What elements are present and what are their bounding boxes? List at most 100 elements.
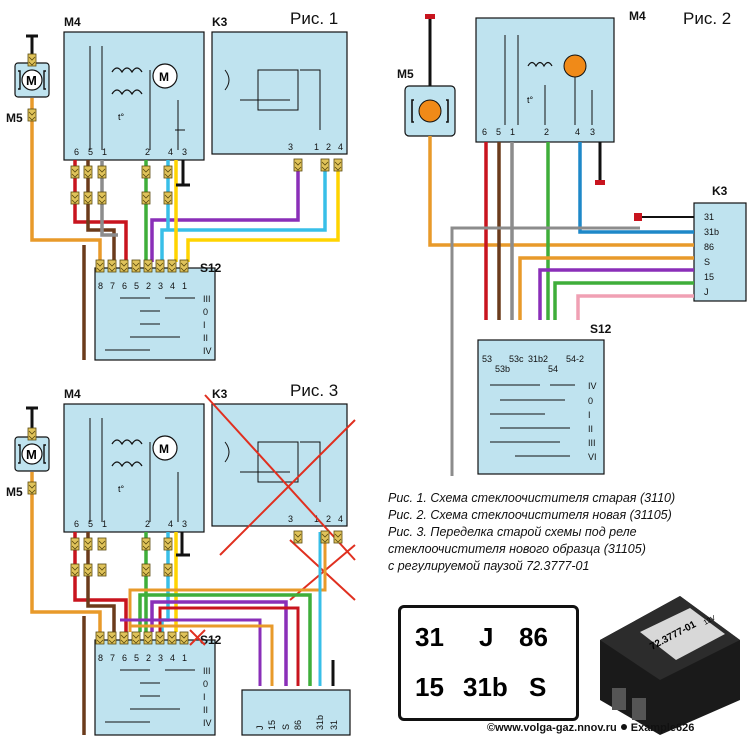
caption-line: Рис. 2. Схема стеклоочистителя новая (31… xyxy=(388,508,672,522)
fig3-s12-position: I xyxy=(203,692,206,702)
fig3-s12-position: III xyxy=(203,666,211,676)
fig1-s12-position: I xyxy=(203,320,206,330)
fig1-s12-position: II xyxy=(203,333,208,343)
fig1-k3-label: K3 xyxy=(212,15,228,29)
svg-text:t°: t° xyxy=(118,112,125,122)
fig1-s12-position: IV xyxy=(203,346,212,356)
fig2-s12-switch xyxy=(477,339,605,475)
fig1-s12-position: 0 xyxy=(203,307,208,317)
fig1-s12-label: S12 xyxy=(200,261,222,275)
fig3-k3-pin: 4 xyxy=(338,514,343,524)
caption-line: Рис. 1. Схема стеклоочистителя старая (3… xyxy=(388,491,676,505)
fig2-k3-pin: 31 xyxy=(704,212,714,222)
fig1-s12-pin: 8 xyxy=(98,281,103,291)
fig1-m4-motor-symbol xyxy=(152,63,178,89)
fig2-m4-pin: 6 xyxy=(482,127,487,137)
fig2-s12-pin: 54 xyxy=(548,364,558,374)
fig1-s12-pin: 4 xyxy=(170,281,175,291)
fig3-k3-pin: 3 xyxy=(288,514,293,524)
figure-1-label: Рис. 1 xyxy=(290,9,338,28)
fig1-k3-pin: 3 xyxy=(288,142,293,152)
svg-text:t°: t° xyxy=(118,484,125,494)
fig3-m4-pin: 6 xyxy=(74,519,79,529)
figure-2-new-circuit: Рис. 2 M4 M5 K3 t° 6 5 1 2 4 3 31 31b 86… xyxy=(397,9,747,476)
fig2-s12-pin: 53 xyxy=(482,354,492,364)
caption: Рис. 1. Схема стеклоочистителя старая (3… xyxy=(388,490,743,575)
fig3-new-relay-pin: J xyxy=(255,726,265,731)
fig1-m4-pin: 5 xyxy=(88,147,93,157)
stamp-j: J xyxy=(479,622,494,652)
fig1-m4-pin: 4 xyxy=(168,147,173,157)
svg-text:M: M xyxy=(159,70,169,84)
bullet-icon xyxy=(620,724,627,730)
fig2-m4-label: M4 xyxy=(629,9,646,23)
fig2-s12-position: VI xyxy=(588,452,597,462)
fig3-m4-pin: 2 xyxy=(145,519,150,529)
fig3-k3-block xyxy=(211,403,348,527)
fig1-m4-pin: 1 xyxy=(102,147,107,157)
fig3-k3-pin: 2 xyxy=(326,514,331,524)
fig2-s12-label: S12 xyxy=(590,322,612,336)
fig3-s12-position: II xyxy=(203,705,208,715)
fig2-s12-pin: 53c xyxy=(509,354,524,364)
fig3-s12-pin: 6 xyxy=(122,653,127,663)
fig1-m4-pin: 2 xyxy=(145,147,150,157)
fig2-k3-pin: 15 xyxy=(704,272,714,282)
figure-1-old-circuit: Рис. 1 M4 K3 M5 M t° 6 5 1 2 4 3 3 1 2 4 xyxy=(6,9,348,361)
fig2-k3-relay xyxy=(693,202,747,302)
fig3-s12-label: S12 xyxy=(200,633,222,647)
fig1-m4-label: M4 xyxy=(64,15,81,29)
fig1-s12-position: III xyxy=(203,294,211,304)
fig3-new-relay-pin: 31b xyxy=(315,715,325,730)
fig3-new-relay-pin: 31 xyxy=(329,720,339,730)
caption-line: стеклоочистителя нового образца (31105) xyxy=(388,542,646,556)
fig2-k3-pin: S xyxy=(704,257,710,267)
fig1-m5-label: M5 xyxy=(6,111,23,125)
fig3-s12-pin: 2 xyxy=(146,653,151,663)
stamp-31: 31 xyxy=(415,622,444,652)
fig1-k3-pin: 4 xyxy=(338,142,343,152)
fig1-s12-pin: 1 xyxy=(182,281,187,291)
fig2-s12-position: 0 xyxy=(588,396,593,406)
stamp-s: S xyxy=(529,672,547,702)
fig2-s12-position: II xyxy=(588,424,593,434)
fig3-s12-position: 0 xyxy=(203,679,208,689)
fig3-s12-pin: 3 xyxy=(158,653,163,663)
fig3-s12-pin: 5 xyxy=(134,653,139,663)
fig2-k3-pin: 86 xyxy=(704,242,714,252)
fig1-s12-pin: 6 xyxy=(122,281,127,291)
fig3-s12-position: IV xyxy=(203,718,212,728)
fig3-motor-m5 xyxy=(14,436,50,472)
relay-terminal-stamp: 31 J 86 15 31b S xyxy=(398,605,579,721)
copyright-example: Example626 xyxy=(630,722,695,734)
fig2-m4-pin: 2 xyxy=(544,127,549,137)
fig2-s12-pin: 54-2 xyxy=(566,354,584,364)
fig3-s12-pin: 1 xyxy=(182,653,187,663)
fig3-new-relay-pin: S xyxy=(281,724,291,730)
figure-3-modified-circuit: Рис. 3 M4 K3 M5 M t° 6 5 1 2 4 3 3 1 2 4 xyxy=(6,381,356,736)
fig3-removed-relay-cross xyxy=(204,394,356,561)
fig2-m4-pin: 3 xyxy=(590,127,595,137)
fig1-s12-pin: 2 xyxy=(146,281,151,291)
fig3-s12-pin: 4 xyxy=(170,653,175,663)
fig1-s12-pin: 3 xyxy=(158,281,163,291)
fig3-m5-label: M5 xyxy=(6,485,23,499)
fig3-new-relay-pin: 15 xyxy=(267,720,277,730)
fig3-m4-label: M4 xyxy=(64,387,81,401)
svg-text:t°: t° xyxy=(527,95,534,105)
fig3-m4-block xyxy=(63,403,205,533)
fig2-k3-label: K3 xyxy=(712,184,728,198)
fig1-k3-pin: 2 xyxy=(326,142,331,152)
fig2-s12-position: IV xyxy=(588,381,597,391)
fig1-s12-pin: 5 xyxy=(134,281,139,291)
fig2-k3-pin: 31b xyxy=(704,227,719,237)
figure-3-label: Рис. 3 xyxy=(290,381,338,400)
fig1-k3-pin: 1 xyxy=(314,142,319,152)
fig3-new-relay-block xyxy=(241,689,351,736)
relay-72-3777-01-photo: 72.3777-01 12V xyxy=(600,596,740,735)
fig2-k3-pin: J xyxy=(704,287,709,297)
fig3-new-relay-pin: 86 xyxy=(293,720,303,730)
stamp-15: 15 xyxy=(415,672,444,702)
